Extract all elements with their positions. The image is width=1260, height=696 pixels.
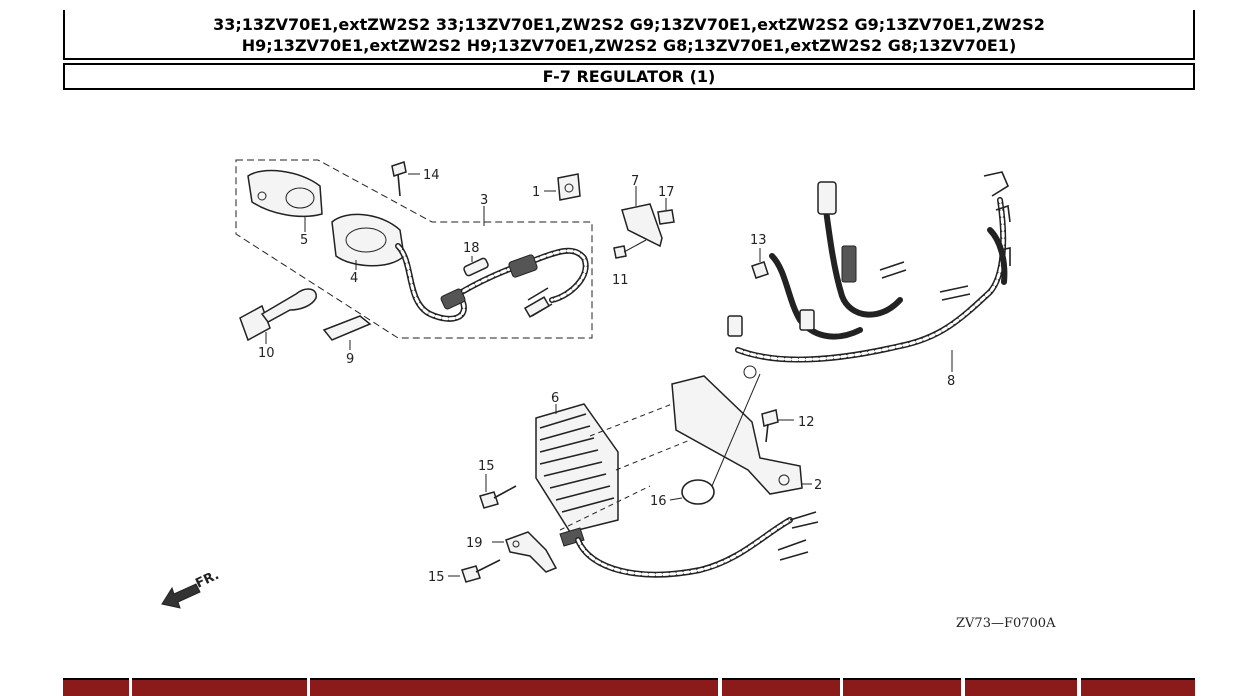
part-band xyxy=(669,365,761,505)
part-clip xyxy=(544,173,581,201)
table-col-2 xyxy=(132,678,307,696)
callout-7: 7 xyxy=(631,174,639,189)
part-key xyxy=(239,288,317,344)
section-title: F-7 REGULATOR (1) xyxy=(63,63,1195,90)
callout-16: 16 xyxy=(650,494,667,509)
part-switch-cover xyxy=(247,169,323,232)
table-col-3 xyxy=(310,678,718,696)
part-bolt-15-upper xyxy=(479,474,517,509)
title-line-1: 33;13ZV70E1,extZW2S2 33;13ZV70E1,ZW2S2 G… xyxy=(213,15,1045,34)
front-arrow-icon: FR. xyxy=(161,568,222,609)
table-col-7 xyxy=(1081,678,1195,696)
callout-8: 8 xyxy=(947,374,955,389)
part-bolt-15-lower xyxy=(448,559,501,583)
part-main-harness xyxy=(727,171,1011,372)
page-title-block: 33;13ZV70E1,extZW2S2 33;13ZV70E1,ZW2S2 G… xyxy=(63,10,1195,60)
callout-17: 17 xyxy=(658,185,675,200)
assembly-outline xyxy=(235,159,593,339)
callout-14: 14 xyxy=(423,168,440,183)
table-col-5 xyxy=(843,678,961,696)
callout-12: 12 xyxy=(798,415,815,430)
callout-15a: 15 xyxy=(478,459,495,474)
callout-15b: 15 xyxy=(428,570,445,585)
part-plate xyxy=(322,315,372,341)
parts-diagram: FR. 1 2 3 4 5 6 7 8 9 10 11 12 13 14 15 … xyxy=(161,159,1056,631)
part-bracket-7 xyxy=(613,186,675,259)
table-col-4 xyxy=(722,678,840,696)
part-bolt-13 xyxy=(751,248,769,279)
callout-18: 18 xyxy=(463,241,480,256)
table-col-1 xyxy=(63,678,129,696)
part-bolt-12 xyxy=(761,409,794,443)
part-switch-harness xyxy=(395,206,589,322)
part-bolt-14 xyxy=(391,161,420,197)
callout-6: 6 xyxy=(551,391,559,406)
callout-5: 5 xyxy=(300,233,308,248)
callout-4: 4 xyxy=(350,271,358,286)
callout-2: 2 xyxy=(814,478,822,493)
front-label: FR. xyxy=(193,568,221,592)
drawing-code: ZV73—F0700A xyxy=(956,616,1056,631)
part-mounting-bracket xyxy=(671,375,812,495)
table-col-6 xyxy=(965,678,1077,696)
callout-13: 13 xyxy=(750,233,767,248)
part-regulator xyxy=(535,403,819,578)
part-bracket-19 xyxy=(492,531,558,573)
part-fuse xyxy=(463,256,489,277)
callout-19: 19 xyxy=(466,536,483,551)
callout-11: 11 xyxy=(612,273,629,288)
callout-10: 10 xyxy=(258,346,275,361)
part-switch-body xyxy=(331,213,405,270)
callout-9: 9 xyxy=(346,352,354,367)
title-line-2: H9;13ZV70E1,extZW2S2 H9;13ZV70E1,ZW2S2 G… xyxy=(241,36,1017,55)
callout-3: 3 xyxy=(480,193,488,208)
callout-1: 1 xyxy=(532,185,540,200)
